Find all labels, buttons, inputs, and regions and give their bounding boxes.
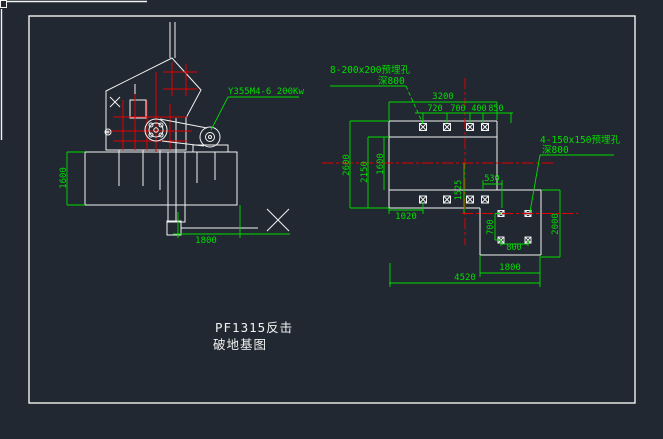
dim-1600-plan-text: 1600: [376, 153, 386, 175]
embedded-holes-extension: [497, 210, 532, 244]
note-right-line2: 深800: [542, 145, 569, 156]
note-top-line2: 深800: [378, 76, 405, 87]
dim-530-text: 530: [484, 174, 499, 184]
title-line2: 破地基图: [213, 337, 267, 352]
dim-2600-text: 2600: [342, 154, 352, 176]
dim-530: 530: [482, 174, 503, 208]
note-right-line1: 4-150x150预埋孔: [540, 135, 620, 146]
dim-1020-text: 1020: [395, 212, 417, 222]
belt-line-top: [159, 118, 208, 129]
dim-2150: 2150: [360, 136, 389, 208]
motor-label-callout: Y355M4-6 200Kw: [210, 87, 304, 131]
dim-800: 800: [500, 240, 529, 253]
dim-2000-text: 2000: [551, 213, 561, 235]
plan-view: 3200 720 700 400 850 2600 2150: [322, 65, 620, 287]
motor-base: [192, 144, 229, 153]
dim-1600-plan: 1600: [376, 137, 386, 190]
embedded-holes-top: [419, 123, 489, 131]
plan-outline: [388, 120, 542, 256]
note-top-line1: 8-200x200预埋孔: [330, 65, 410, 76]
dim-1600-side-text: 1600: [59, 167, 69, 189]
dim-850-text: 850: [488, 104, 503, 114]
dim-1020: 1020: [388, 203, 424, 222]
note-embedded-holes-150: 4-150x150预埋孔 深800: [529, 135, 620, 213]
dim-3200-text: 3200: [432, 92, 454, 102]
note-right-leader: [529, 154, 541, 213]
dim-400-text: 400: [471, 104, 486, 114]
motor-label-text: Y355M4-6 200Kw: [228, 87, 304, 97]
dim-1600-side: 1600: [59, 151, 85, 206]
title-line1: PF1315反击: [215, 320, 293, 335]
dim-800-text: 800: [506, 243, 521, 253]
anchor-bolts: [118, 150, 216, 190]
rotor: [104, 118, 168, 142]
dim-1800-plan-text: 1800: [499, 263, 521, 273]
dim-720-text: 720: [427, 104, 442, 114]
drawing-title: PF1315反击 破地基图: [213, 320, 293, 352]
x-marker: [266, 208, 290, 232]
dim-1800-side: 1800: [173, 205, 290, 246]
note-embedded-holes-200: 8-200x200预埋孔 深800: [330, 65, 424, 125]
motor-leader: [210, 96, 229, 131]
motor-pulley: [159, 118, 229, 153]
dim-2000: 2000: [541, 189, 561, 258]
dim-1525-text: 1525: [454, 180, 464, 200]
side-view: Y355M4-6 200Kw 1600 1800: [59, 22, 304, 246]
dim-4520: 4520: [389, 263, 540, 287]
dim-1525: 1525: [454, 163, 465, 213]
dim-700-ext: 700: [486, 213, 501, 241]
foundation-hatch: [84, 151, 238, 206]
dim-3200: 3200: [388, 92, 498, 120]
centerlines-side: [110, 62, 197, 152]
dim-700-text: 700: [450, 104, 465, 114]
machine-outline: [105, 22, 202, 151]
dim-4520-text: 4520: [454, 273, 476, 283]
dim-row-top: 720 700 400 850: [415, 104, 513, 123]
bearing-circle: [104, 128, 112, 136]
viewport-frame: [0, 0, 636, 404]
pit-block: [166, 220, 182, 236]
plan-centerlines: [322, 78, 578, 245]
dim-2150-text: 2150: [360, 161, 370, 183]
note-top-leader: [405, 85, 424, 125]
dim-700-ext-text: 700: [486, 219, 496, 234]
pickbox-square: [0, 0, 7, 8]
dim-2600: 2600: [342, 120, 389, 209]
dim-1800-plan: 1800: [479, 255, 541, 287]
hood-arrow-mark: [109, 96, 121, 108]
dim-1800-side-text: 1800: [195, 236, 217, 246]
